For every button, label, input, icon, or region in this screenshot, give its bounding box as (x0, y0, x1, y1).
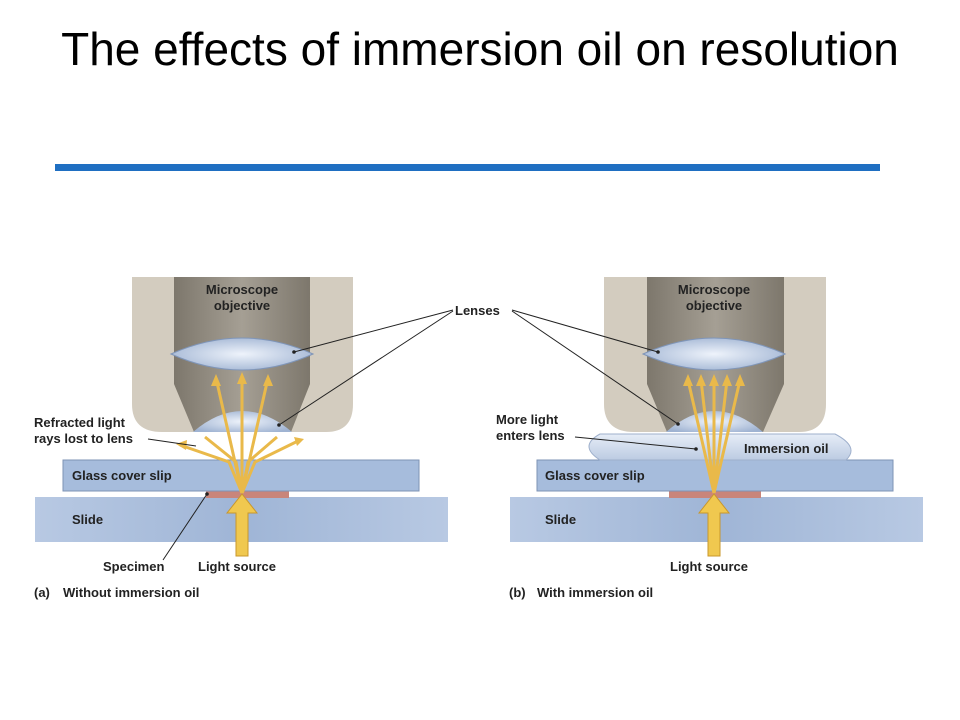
lost-rays-leader (147, 438, 197, 447)
lenses-leader-2 (278, 310, 454, 426)
panel-with-oil: Microscope objective More light enters l… (496, 277, 923, 600)
light-source-label-left: Light source (198, 559, 276, 574)
specimen-leader-dot (205, 492, 209, 496)
lenses-leader-3 (511, 309, 659, 353)
caption-letter-left: (a) (34, 585, 50, 600)
lenses-dot-3 (656, 350, 660, 354)
specimen-label: Specimen (103, 559, 164, 574)
cover-slip-label-left: Glass cover slip (72, 468, 172, 483)
slide-title: The effects of immersion oil on resoluti… (61, 23, 899, 75)
objective-label-left-1: Microscope (206, 282, 278, 297)
lenses-dot-2 (277, 423, 281, 427)
ray-arrowheads-left (176, 372, 304, 450)
objective-label-left-2: objective (214, 298, 270, 313)
lenses-callout: Lenses (277, 303, 680, 427)
lenses-dot-1 (292, 350, 296, 354)
upper-lens-left (169, 337, 315, 371)
more-light-label-1: More light (496, 412, 559, 427)
specimen-left (206, 491, 289, 498)
cover-slip-label-right: Glass cover slip (545, 468, 645, 483)
panel-without-oil: Microscope objective Refracted light ray… (34, 277, 448, 600)
caption-text-right: With immersion oil (537, 585, 653, 600)
objective-label-right-2: objective (686, 298, 742, 313)
lost-rays-label-1: Refracted light (34, 415, 126, 430)
ray-arrowheads-right (683, 374, 745, 386)
upper-lens-right (641, 337, 787, 371)
objective-label-right-1: Microscope (678, 282, 750, 297)
caption-letter-right: (b) (509, 585, 526, 600)
lenses-leader-1 (293, 309, 454, 353)
more-light-label-2: enters lens (496, 428, 565, 443)
slide-label-right: Slide (545, 512, 576, 527)
title-underline (55, 164, 880, 171)
slide-label-left: Slide (72, 512, 103, 527)
lenses-label: Lenses (455, 303, 500, 318)
more-light-leader (574, 436, 697, 450)
light-rays-left (179, 376, 301, 494)
more-light-leader-dot (694, 447, 698, 451)
light-source-arrow-right (697, 493, 731, 557)
caption-text-left: Without immersion oil (63, 585, 199, 600)
lenses-leader-4 (511, 310, 679, 425)
light-source-label-right: Light source (670, 559, 748, 574)
specimen-leader (162, 493, 208, 561)
lenses-dot-4 (676, 422, 680, 426)
light-rays-right (686, 379, 742, 494)
lost-rays-label-2: rays lost to lens (34, 431, 133, 446)
immersion-oil-label: Immersion oil (744, 441, 829, 456)
light-source-arrow-left (225, 493, 259, 557)
